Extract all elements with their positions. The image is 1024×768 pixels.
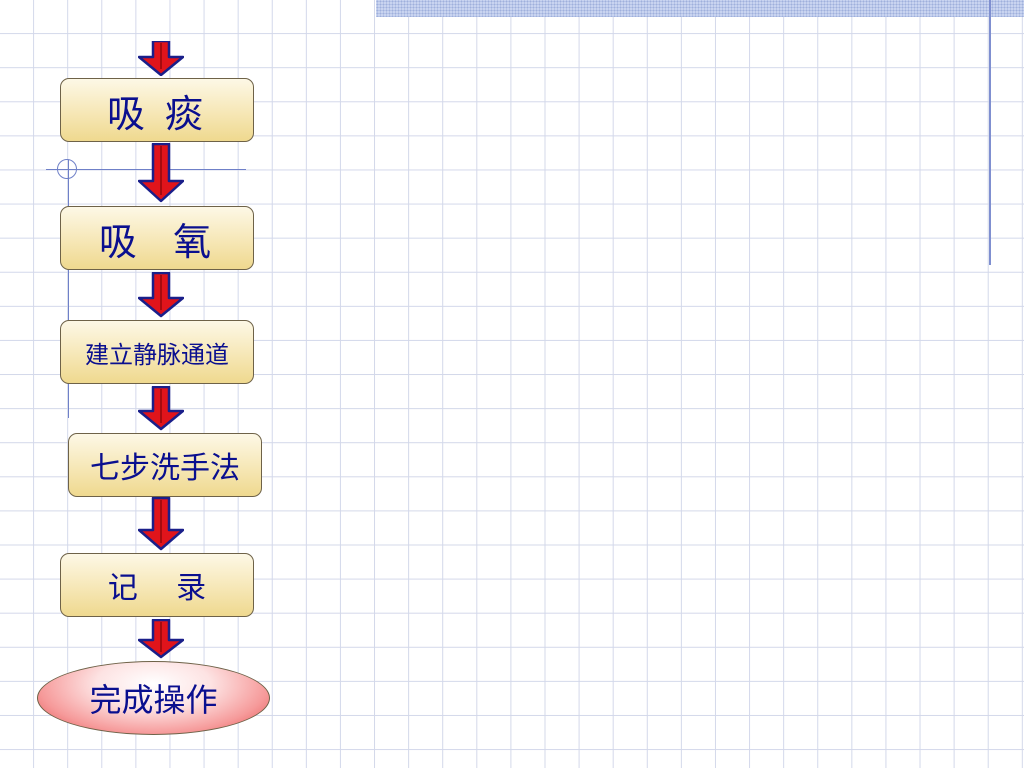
header-pattern-band bbox=[376, 0, 1024, 17]
end-node-complete: 完成操作 bbox=[37, 661, 270, 735]
flow-arrow-icon bbox=[138, 386, 184, 431]
step-box-oxygen: 吸 氧 bbox=[60, 206, 254, 270]
end-label: 完成操作 bbox=[89, 681, 218, 719]
step-label: 吸 痰 bbox=[106, 91, 208, 136]
step-label: 建立静脉通道 bbox=[85, 340, 229, 369]
flow-arrow-icon bbox=[138, 619, 184, 659]
step-label: 吸 氧 bbox=[98, 219, 216, 264]
decorative-circle bbox=[57, 159, 77, 179]
step-label: 七步洗手法 bbox=[90, 451, 240, 486]
decorative-left-line bbox=[68, 160, 69, 418]
flow-arrow-icon bbox=[138, 143, 184, 203]
decorative-vertical-line bbox=[989, 0, 991, 265]
flow-arrow-icon bbox=[138, 272, 184, 318]
decorative-horizontal-line bbox=[46, 169, 246, 170]
step-box-suction: 吸 痰 bbox=[60, 78, 254, 142]
flow-arrow-icon bbox=[138, 497, 184, 551]
step-box-iv-access: 建立静脉通道 bbox=[60, 320, 254, 384]
flow-arrow-icon bbox=[138, 41, 184, 76]
step-box-record: 记 录 bbox=[60, 553, 254, 617]
step-box-hand-washing: 七步洗手法 bbox=[68, 433, 262, 497]
step-label: 记 录 bbox=[107, 571, 207, 606]
